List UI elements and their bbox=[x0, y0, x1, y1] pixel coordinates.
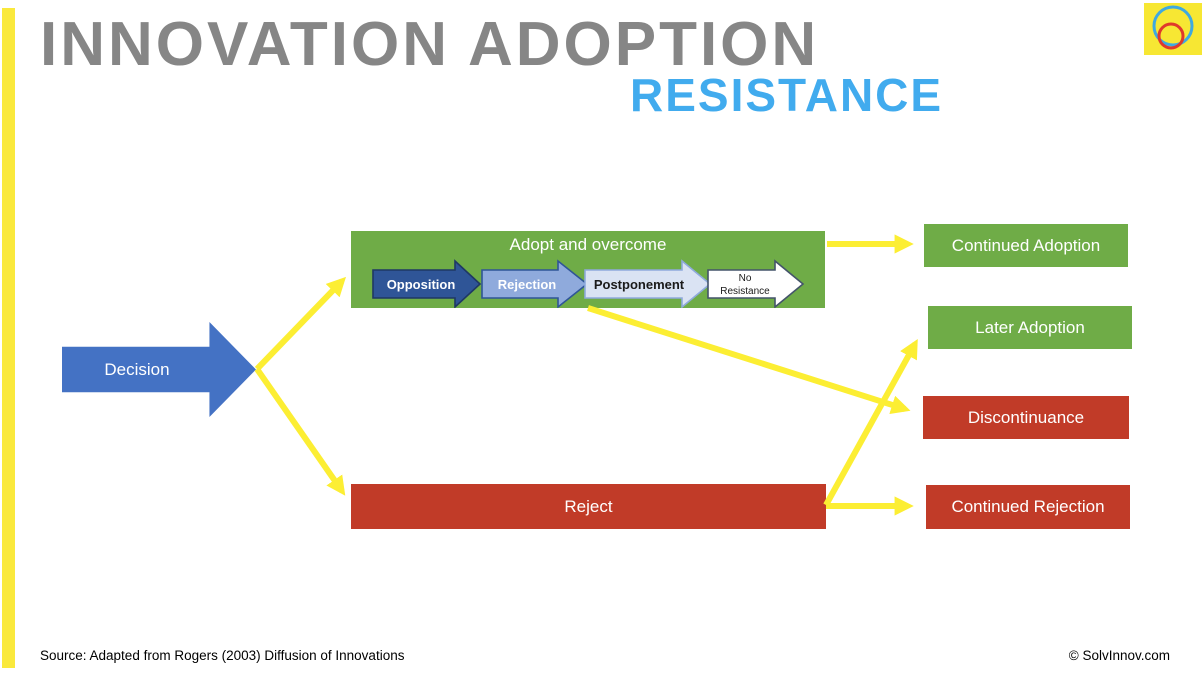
outcome-continued-adoption: Continued Adoption bbox=[924, 224, 1128, 267]
outcome-label: Continued Rejection bbox=[951, 497, 1105, 516]
step-no-resistance-label-line1: No bbox=[739, 273, 752, 284]
step-no-resistance-label-line2: Resistance bbox=[720, 286, 770, 297]
solvinnov-logo bbox=[1144, 3, 1202, 55]
page-subtitle: RESISTANCE bbox=[630, 69, 944, 121]
outcome-continued-rejection: Continued Rejection bbox=[926, 485, 1130, 529]
decision-label: Decision bbox=[104, 359, 170, 379]
step-rejection-label: Rejection bbox=[498, 277, 557, 292]
connector-decision-to-reject bbox=[254, 367, 346, 496]
reject-node: Reject bbox=[351, 484, 826, 529]
connector-decision-to-adopt bbox=[254, 276, 347, 372]
connector-reject-to-later-adoption bbox=[823, 338, 918, 507]
adopt-group-title: Adopt and overcome bbox=[509, 235, 667, 254]
connector-adopt-to-discontinuance bbox=[587, 305, 911, 415]
step-no-resistance-arrow bbox=[707, 259, 805, 308]
outcome-label: Continued Adoption bbox=[951, 235, 1101, 255]
source-note: Source: Adapted from Rogers (2003) Diffu… bbox=[40, 648, 405, 663]
reject-label: Reject bbox=[564, 496, 613, 516]
logo-outer-circle-icon bbox=[1152, 5, 1194, 47]
outcome-discontinuance: Discontinuance bbox=[923, 396, 1129, 439]
step-postponement-arrow bbox=[584, 259, 712, 308]
page-title: INNOVATION ADOPTION bbox=[40, 10, 820, 79]
step-opposition-arrow bbox=[372, 259, 482, 308]
logo-inner-circle-icon bbox=[1157, 22, 1185, 50]
adopt-and-overcome-group: Adopt and overcome Opposition Rejection … bbox=[351, 231, 825, 308]
copyright-note: © SolvInnov.com bbox=[1068, 648, 1170, 663]
outcome-label: Discontinuance bbox=[967, 407, 1085, 427]
step-rejection-arrow bbox=[481, 259, 589, 308]
accent-bar bbox=[2, 8, 15, 668]
step-postponement-label: Postponement bbox=[594, 277, 685, 292]
outcome-label: Later Adoption bbox=[975, 317, 1085, 337]
outcome-later-adoption: Later Adoption bbox=[928, 306, 1132, 349]
decision-arrow-node: Decision bbox=[62, 322, 256, 417]
resistance-steps: Opposition Rejection Postponement No Res… bbox=[372, 259, 805, 308]
step-opposition-label: Opposition bbox=[387, 277, 456, 292]
logo-circles-icon bbox=[1152, 5, 1194, 50]
